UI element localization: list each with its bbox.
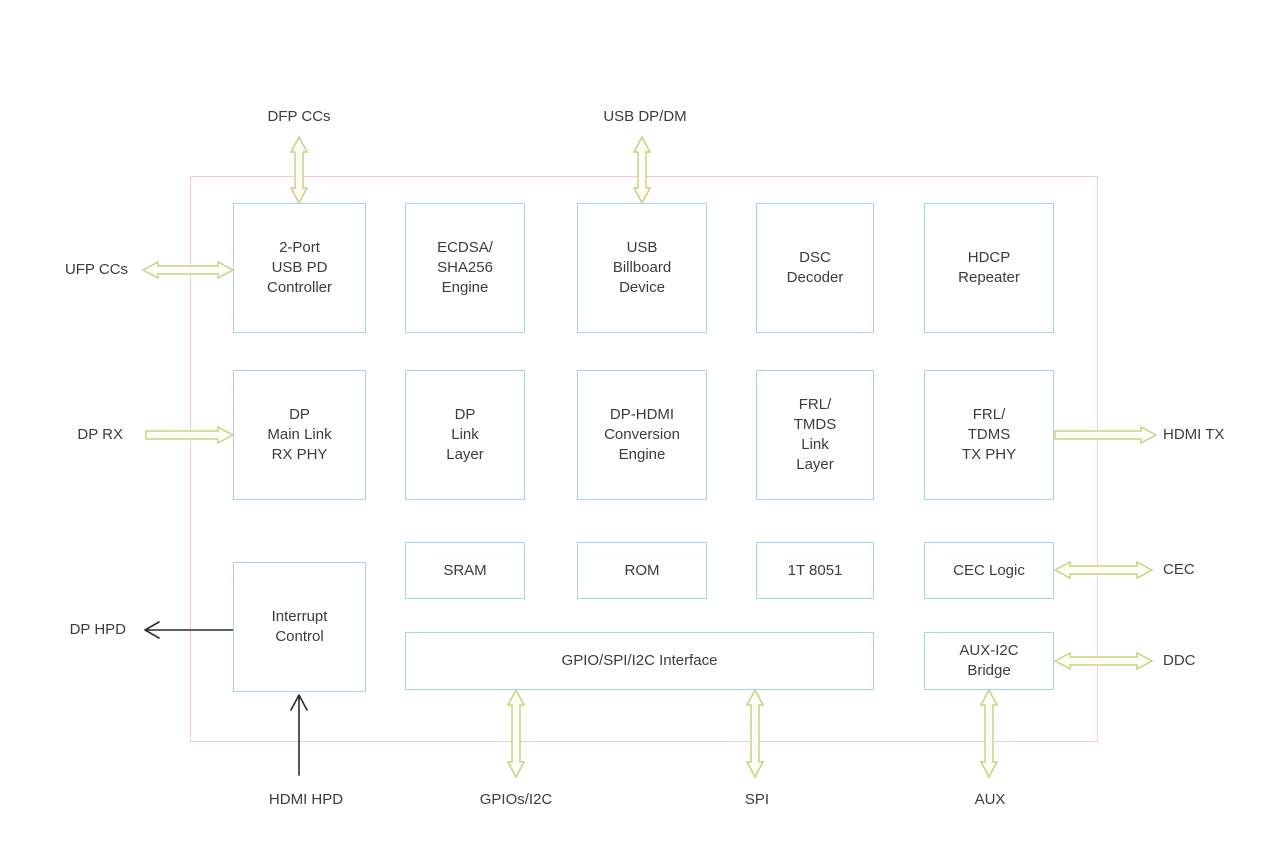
- block-usb-pd-controller: 2-Port USB PD Controller: [233, 203, 366, 333]
- block-gpio-spi-i2c-interface: GPIO/SPI/I2C Interface: [405, 632, 874, 690]
- dp-hpd-arrow: [144, 621, 234, 639]
- port-label-aux: AUX: [974, 791, 1006, 808]
- dfp-ccs-arrow: [289, 135, 309, 205]
- block-dsc-decoder: DSC Decoder: [756, 203, 874, 333]
- aux-arrow: [979, 688, 999, 779]
- ufp-ccs-arrow: [141, 260, 235, 280]
- usb-dpdm-arrow: [632, 135, 652, 205]
- port-label-hdmi-tx: HDMI TX: [1163, 426, 1225, 443]
- port-label-ufp-ccs: UFP CCs: [64, 261, 128, 278]
- block-cec-logic: CEC Logic: [924, 542, 1054, 599]
- block-dp-link-layer: DP Link Layer: [405, 370, 525, 500]
- gpios-i2c-arrow: [506, 688, 526, 779]
- block-usb-billboard-device: USB Billboard Device: [577, 203, 707, 333]
- block-hdcp-repeater: HDCP Repeater: [924, 203, 1054, 333]
- port-label-spi: SPI: [744, 791, 770, 808]
- block-sram: SRAM: [405, 542, 525, 599]
- port-label-cec: CEC: [1163, 561, 1195, 578]
- port-label-ddc: DDC: [1163, 652, 1196, 669]
- block-dp-hdmi-conversion-engine: DP-HDMI Conversion Engine: [577, 370, 707, 500]
- block-dp-main-link-rx-phy: DP Main Link RX PHY: [233, 370, 366, 500]
- port-label-dp-hpd: DP HPD: [69, 621, 126, 638]
- hdmi-tx-arrow: [1054, 425, 1158, 445]
- ddc-arrow: [1053, 651, 1154, 671]
- block-rom: ROM: [577, 542, 707, 599]
- block-1t-8051: 1T 8051: [756, 542, 874, 599]
- port-label-hdmi-hpd: HDMI HPD: [268, 791, 344, 808]
- cec-arrow: [1053, 560, 1154, 580]
- port-label-gpios-i2c: GPIOs/I2C: [479, 791, 553, 808]
- block-frl-tmds-link-layer: FRL/ TMDS Link Layer: [756, 370, 874, 500]
- port-label-dfp-ccs: DFP CCs: [267, 108, 331, 125]
- block-aux-i2c-bridge: AUX-I2C Bridge: [924, 632, 1054, 690]
- hdmi-hpd-arrow: [290, 694, 308, 776]
- spi-arrow: [745, 688, 765, 779]
- block-ecdsa-sha256-engine: ECDSA/ SHA256 Engine: [405, 203, 525, 333]
- block-frl-tdms-tx-phy: FRL/ TDMS TX PHY: [924, 370, 1054, 500]
- port-label-usb-dpdm: USB DP/DM: [603, 108, 687, 125]
- dp-rx-arrow: [145, 425, 235, 445]
- port-label-dp-rx: DP RX: [77, 426, 123, 443]
- block-interrupt-control: Interrupt Control: [233, 562, 366, 692]
